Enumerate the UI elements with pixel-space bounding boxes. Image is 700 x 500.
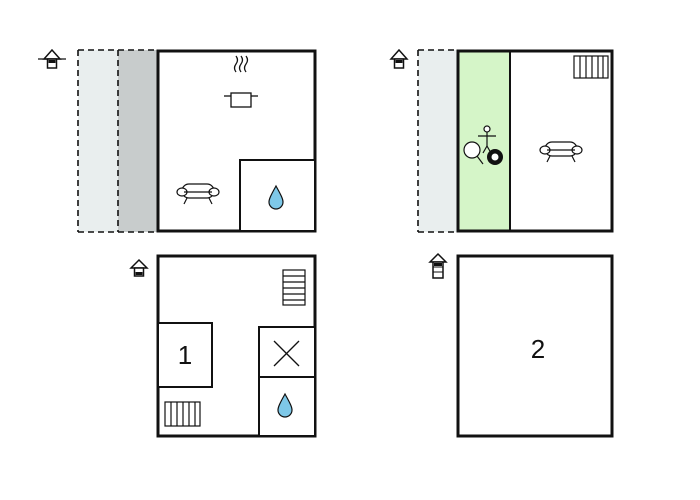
bedroom-1 xyxy=(157,322,213,388)
terrace-dark xyxy=(118,50,157,232)
floor-plan-bottom-left: 1 xyxy=(129,254,317,438)
floor-marker-icon xyxy=(428,252,448,279)
wc-cross-icon xyxy=(273,340,300,367)
toilet-room xyxy=(258,326,316,378)
floor-plan-top-right xyxy=(389,48,614,233)
bedroom-2 xyxy=(456,254,614,438)
stairs-icon xyxy=(573,55,609,79)
bedroom-2-label: 2 xyxy=(531,334,545,364)
billiard-ball-icon xyxy=(487,149,503,165)
floor-marker-icon xyxy=(38,48,66,69)
floor-plan-bottom-right: 2 xyxy=(428,252,614,438)
terrace-light xyxy=(78,50,118,232)
cooking-pot-icon xyxy=(224,55,258,108)
floor-marker-icon xyxy=(389,48,409,69)
sofa-icon xyxy=(539,141,583,163)
floor-plan-top-left xyxy=(38,48,317,233)
water-drop-icon xyxy=(277,392,293,418)
stairs-icon xyxy=(164,401,201,427)
activity-room xyxy=(457,50,511,232)
bedroom-1-label: 1 xyxy=(178,340,192,370)
terrace-light xyxy=(418,50,457,232)
stairs-icon xyxy=(282,269,306,306)
water-drop-icon xyxy=(268,184,284,210)
floor-marker-icon xyxy=(129,258,149,277)
table-tennis-icon xyxy=(463,141,484,165)
sofa-icon xyxy=(176,183,220,205)
